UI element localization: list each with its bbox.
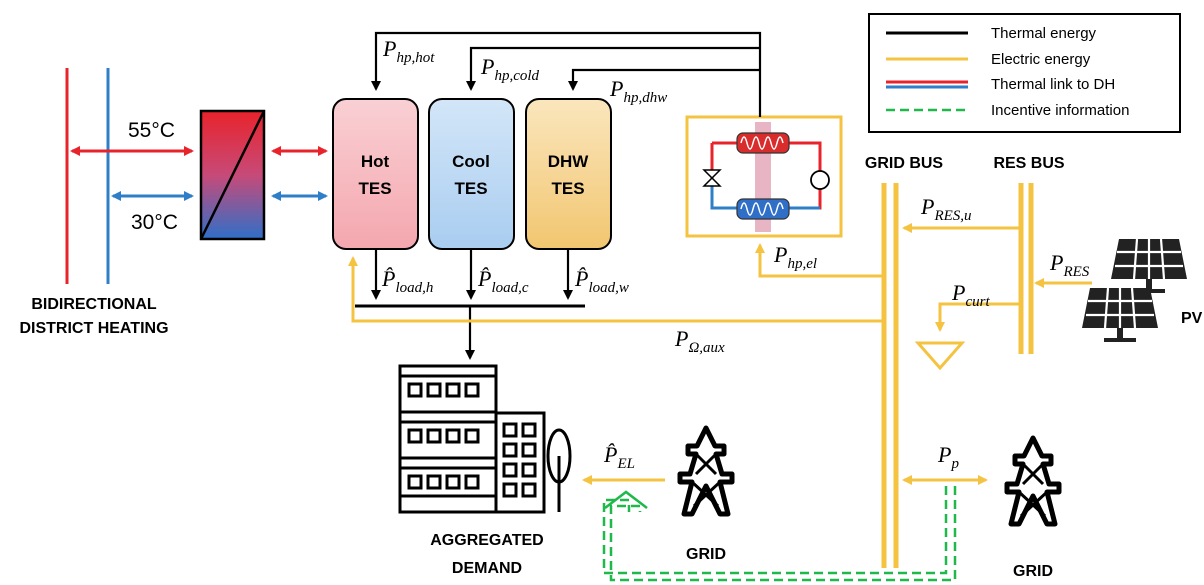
svg-text:Php,el: Php,el: [773, 242, 817, 272]
svg-text:Php,dhw: Php,dhw: [609, 76, 667, 106]
dhw-tes-tank: DHW TES: [525, 98, 612, 250]
svg-text:P̂load,c: P̂load,c: [477, 266, 529, 296]
hot-tes-tank: Hot TES: [332, 98, 419, 250]
hot-tes-label-2: TES: [358, 179, 391, 198]
label-p-curt: Pcurt: [951, 280, 990, 310]
res-bus-label: RES BUS: [993, 155, 1064, 172]
svg-text:PRES,u: PRES,u: [920, 194, 972, 224]
label-p-hp-cold: Php,cold: [480, 54, 540, 84]
svg-text:P̂load,h: P̂load,h: [381, 266, 433, 296]
temp-cold-label: 30°C: [131, 211, 178, 234]
aggregated-label-2: DEMAND: [452, 560, 522, 577]
load-links: [355, 249, 585, 360]
label-p-omega-aux: PΩ,aux: [674, 326, 725, 356]
grid-left-pylon-icon: [680, 428, 732, 514]
svg-text:PΩ,aux: PΩ,aux: [674, 326, 725, 356]
legend-electric-label: Electric energy: [991, 51, 1091, 68]
heat-exchanger-icon: [199, 109, 266, 241]
label-p-hp-dhw: Php,dhw: [609, 76, 667, 106]
grid-bus-label: GRID BUS: [865, 155, 944, 172]
electric-links: [348, 223, 1092, 485]
label-p-load-c: P̂load,c: [477, 266, 529, 296]
pv-label: PV: [1181, 310, 1203, 327]
svg-text:PRES: PRES: [1049, 250, 1090, 280]
svg-text:Pp: Pp: [937, 442, 959, 472]
label-p-hp-el: Php,el: [773, 242, 817, 272]
grid-left-label: GRID: [686, 546, 726, 563]
temp-hot-label: 55°C: [128, 119, 175, 142]
dh-label-line2: DISTRICT HEATING: [19, 320, 168, 337]
label-p-res-u: PRES,u: [920, 194, 972, 224]
res-bus: [1018, 183, 1034, 354]
label-p-p: Pp: [937, 442, 959, 472]
heat-pump-icon: [685, 115, 843, 238]
legend-dh-label: Thermal link to DH: [991, 76, 1115, 93]
district-heating: BIDIRECTIONAL DISTRICT HEATING 55°C 30°C: [19, 68, 194, 337]
hot-tes-label-1: Hot: [361, 152, 390, 171]
legend-incentive-label: Incentive information: [991, 102, 1129, 119]
incentive-link: [602, 486, 957, 582]
svg-text:Pcurt: Pcurt: [951, 280, 990, 310]
label-p-load-w: P̂load,w: [574, 266, 629, 296]
legend-thermal-label: Thermal energy: [991, 25, 1097, 42]
grid-bus: [881, 183, 899, 568]
svg-text:P̂EL: P̂EL: [603, 442, 635, 472]
label-p-el: P̂EL: [603, 442, 635, 472]
svg-text:Php,hot: Php,hot: [382, 36, 435, 66]
dh-label-line1: BIDIRECTIONAL: [31, 296, 157, 313]
label-p-res: PRES: [1049, 250, 1090, 280]
curtailment-ground-icon: [914, 341, 966, 371]
legend: Thermal energy Electric energy Thermal l…: [868, 13, 1181, 133]
svg-text:Php,cold: Php,cold: [480, 54, 540, 84]
grid-right-label: GRID: [1013, 563, 1053, 580]
hp-thermal-links: [371, 31, 762, 117]
aggregated-label-1: AGGREGATED: [430, 532, 543, 549]
cool-tes-label-2: TES: [454, 179, 487, 198]
label-p-load-h: P̂load,h: [381, 266, 433, 296]
pv-panel-icon: [1080, 237, 1189, 344]
cool-tes-label-1: Cool: [452, 152, 490, 171]
dhw-tes-label-2: TES: [551, 179, 584, 198]
building-icon: [398, 364, 572, 514]
grid-right-pylon-icon: [1007, 438, 1059, 524]
svg-text:P̂load,w: P̂load,w: [574, 266, 629, 296]
label-p-hp-hot: Php,hot: [382, 36, 435, 66]
cool-tes-tank: Cool TES: [428, 98, 515, 250]
dhw-tes-label-1: DHW: [548, 152, 590, 171]
